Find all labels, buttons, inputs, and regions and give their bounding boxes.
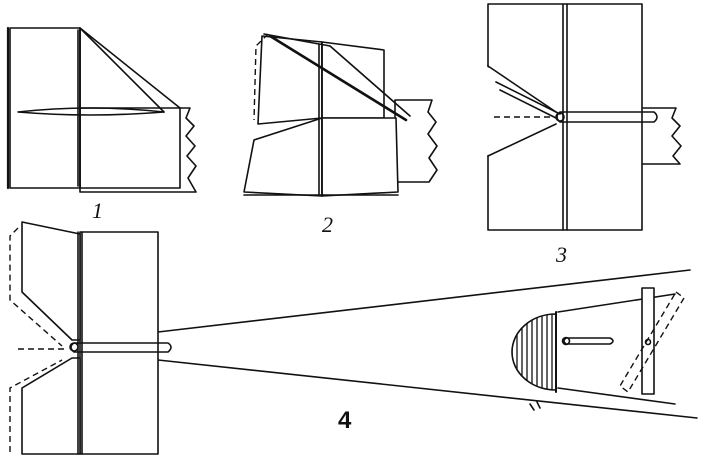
fig2-upper-right	[321, 41, 385, 119]
fig1-slit	[17, 107, 165, 116]
fig3-notch	[487, 65, 557, 157]
fig3-strip	[639, 107, 682, 165]
fig4-dashed-upper	[9, 227, 63, 347]
fig4-rod	[70, 342, 172, 353]
fig3-rod	[556, 111, 658, 123]
figure-1	[6, 26, 197, 193]
fig4-lower-flap	[21, 357, 81, 455]
fig1-strip	[79, 107, 197, 193]
fig2-lower-left	[243, 117, 323, 197]
fig4-inner-outline	[557, 293, 676, 405]
fig4-axle	[563, 337, 614, 345]
fig4-upper-flap	[21, 221, 81, 341]
fig4-hatched-halfdisc	[511, 313, 557, 391]
fig4-blade	[641, 287, 655, 395]
fig4-dashed-lower	[9, 359, 63, 452]
figure-4	[9, 221, 698, 455]
fig2-lower-right	[321, 117, 399, 197]
fig4-cone	[157, 269, 698, 419]
figure-1-label: 1	[92, 198, 103, 223]
fig4-dashed-blade	[619, 290, 685, 394]
figure-3	[486, 3, 682, 231]
fig2-dashed-flap	[253, 33, 269, 121]
fig3-raised-flap	[495, 81, 561, 119]
figure-2-label: 2	[322, 212, 333, 237]
figure-4-label: 4	[338, 407, 352, 434]
fig2-strip	[394, 99, 438, 183]
figure-2	[243, 33, 438, 197]
figure-3-label: 3	[555, 242, 567, 267]
